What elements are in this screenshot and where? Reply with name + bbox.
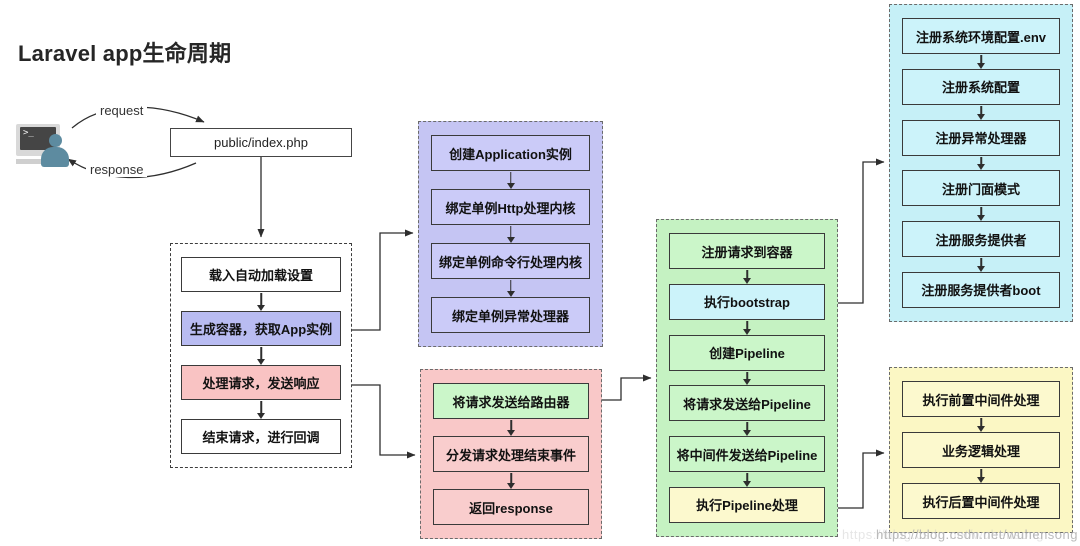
flow-node: 结束请求，进行回调 [181,419,341,454]
group-main-flow: 载入自动加载设置 生成容器，获取App实例 处理请求，发送响应 结束请求，进行回… [170,243,352,468]
flow-node: 载入自动加载设置 [181,257,341,292]
flow-node: 处理请求，发送响应 [181,365,341,400]
flow-node: 执行Pipeline处理 [669,486,825,523]
group-router-pipeline: 注册请求到容器 执行bootstrap 创建Pipeline 将请求发送给Pip… [656,219,838,537]
group-create-application: 创建Application实例 绑定单例Http处理内核 绑定单例命令行处理内核… [418,121,603,347]
flow-node: 分发请求处理结束事件 [433,436,589,472]
arrow-down-icon [431,171,590,189]
arrow-down-icon [431,225,590,243]
csdn-watermark: https://blog.csdn.net/wuhensong [876,527,1078,542]
group-handle-request: 将请求发送给路由器 分发请求处理结束事件 返回response [420,369,602,539]
arrow-down-icon [669,269,825,284]
flow-node: 绑定单例Http处理内核 [431,189,590,225]
flow-node: 绑定单例异常处理器 [431,297,590,333]
flow-node: 将请求发送给Pipeline [669,385,825,422]
flow-node: 执行后置中间件处理 [902,483,1060,519]
flow-node: 绑定单例命令行处理内核 [431,243,590,279]
flow-node: 注册请求到容器 [669,233,825,269]
arrow-down-icon [669,371,825,386]
arrow-down-icon [181,400,341,419]
response-label: response [86,162,148,177]
arrow-down-icon [669,320,825,335]
arrow-down-icon [902,105,1060,120]
arrow-down-icon [902,468,1060,483]
flow-node: 返回response [433,489,589,525]
flow-node: 注册服务提供者 [902,221,1060,258]
arrow-down-icon [431,279,590,297]
arrow-down-icon [902,257,1060,272]
flow-node: 创建Application实例 [431,135,590,171]
arrow-down-icon [902,206,1060,221]
user-silhouette-icon [40,134,70,170]
flow-node: 注册异常处理器 [902,119,1060,156]
flow-node: 注册系统环境配置.env [902,18,1060,54]
flow-node: 注册系统配置 [902,68,1060,105]
arrow-down-icon [902,417,1060,432]
flow-node: 生成容器，获取App实例 [181,311,341,346]
request-label: request [96,103,148,118]
terminal-prompt: >_ [20,127,56,150]
flow-node: 注册服务提供者boot [902,271,1060,308]
arrow-down-icon [902,156,1060,171]
flow-node: 创建Pipeline [669,334,825,371]
arrow-down-icon [181,346,341,365]
monitor-icon: >_ [16,124,60,156]
monitor-base [16,159,60,164]
group-bootstrap-register: 注册系统环境配置.env 注册系统配置 注册异常处理器 注册门面模式 注册服务提… [889,4,1073,322]
flow-node: 执行bootstrap [669,283,825,320]
page-title: Laravel app生命周期 [18,41,232,66]
flow-node: 业务逻辑处理 [902,432,1060,468]
arrow-down-icon [669,472,825,487]
arrow-down-icon [433,472,589,489]
arrow-down-icon [181,292,341,311]
entry-node-index-php: public/index.php [170,128,352,157]
flow-node: 执行前置中间件处理 [902,381,1060,417]
client-terminal-icon: >_ [14,122,70,174]
arrow-down-icon [669,421,825,436]
flow-node: 将中间件发送给Pipeline [669,436,825,473]
flow-node: 注册门面模式 [902,170,1060,207]
group-middleware: 执行前置中间件处理 业务逻辑处理 执行后置中间件处理 [889,367,1073,533]
arrow-down-icon [433,419,589,436]
flow-node: 将请求发送给路由器 [433,383,589,419]
arrow-down-icon [902,54,1060,69]
